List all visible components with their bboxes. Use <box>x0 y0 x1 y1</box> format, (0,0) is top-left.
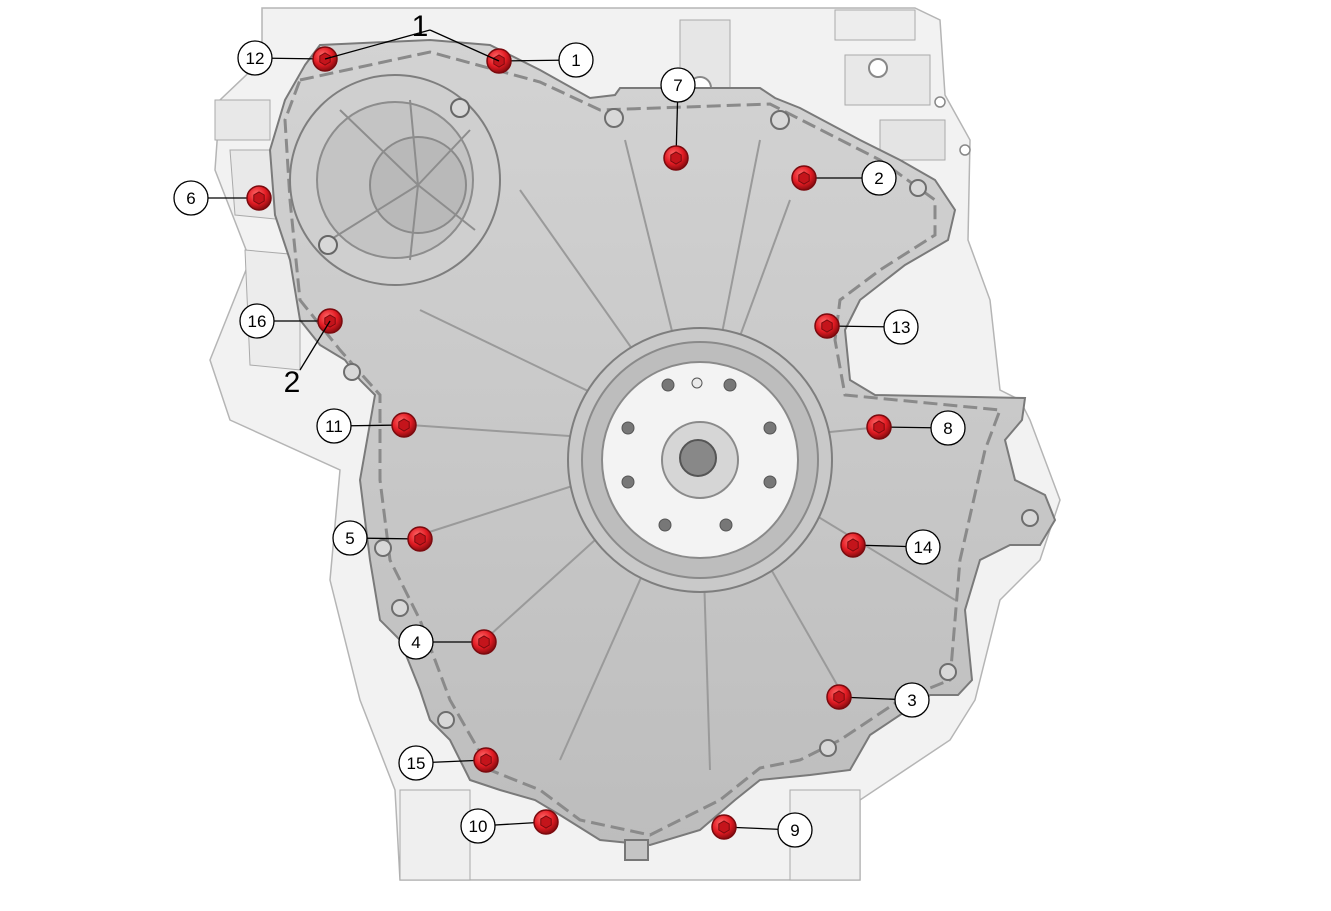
part-label-2: 2 <box>284 366 301 399</box>
callout-number-9: 9 <box>790 821 799 840</box>
callout-12: 12 <box>237 40 273 76</box>
callout-1: 1 <box>558 42 594 78</box>
bolt-8 <box>866 414 892 440</box>
callout-number-11: 11 <box>325 417 343 436</box>
bolt-7 <box>663 145 689 171</box>
bolt-markers <box>246 46 892 840</box>
callout-9: 9 <box>777 812 813 848</box>
callout-7: 7 <box>660 67 696 103</box>
callout-number-15: 15 <box>407 754 426 773</box>
callout-10: 10 <box>460 808 496 844</box>
part-label-1: 1 <box>412 10 429 43</box>
bolt-9 <box>711 814 737 840</box>
callout-number-7: 7 <box>673 76 682 95</box>
callout-number-10: 10 <box>469 817 488 836</box>
callout-number-16: 16 <box>248 312 267 331</box>
callout-8: 8 <box>930 410 966 446</box>
bolt-13 <box>814 313 840 339</box>
callout-number-8: 8 <box>943 419 952 438</box>
callout-number-2: 2 <box>874 169 883 188</box>
bolt-10 <box>533 809 559 835</box>
part-leader-2-0 <box>299 320 331 371</box>
callout-5: 5 <box>332 520 368 556</box>
callout-3: 3 <box>894 682 930 718</box>
bolt-6 <box>246 185 272 211</box>
callout-2: 2 <box>861 160 897 196</box>
part-leader-1-0 <box>429 29 500 62</box>
part-labels: 12 <box>284 10 500 399</box>
callout-13: 13 <box>883 309 919 345</box>
bolt-5 <box>407 526 433 552</box>
bolt-14 <box>840 532 866 558</box>
bolt-3 <box>826 684 852 710</box>
bolt-4 <box>471 629 497 655</box>
callout-number-3: 3 <box>907 691 916 710</box>
callout-4: 4 <box>398 624 434 660</box>
bolt-2 <box>791 165 817 191</box>
callout-number-12: 12 <box>246 49 265 68</box>
callout-6: 6 <box>173 180 209 216</box>
front-cover <box>268 38 1057 861</box>
callout-15: 15 <box>398 745 434 781</box>
callout-16: 16 <box>239 303 275 339</box>
callout-number-6: 6 <box>186 189 195 208</box>
callout-11: 11 <box>316 408 352 444</box>
callout-number-5: 5 <box>345 529 354 548</box>
bolt-11 <box>391 412 417 438</box>
callout-number-14: 14 <box>914 538 933 557</box>
bolt-15 <box>473 747 499 773</box>
callout-number-4: 4 <box>411 633 420 652</box>
part-leader-1-1 <box>324 29 431 60</box>
callout-number-13: 13 <box>892 318 911 337</box>
callout-number-1: 1 <box>571 51 580 70</box>
callout-14: 14 <box>905 529 941 565</box>
